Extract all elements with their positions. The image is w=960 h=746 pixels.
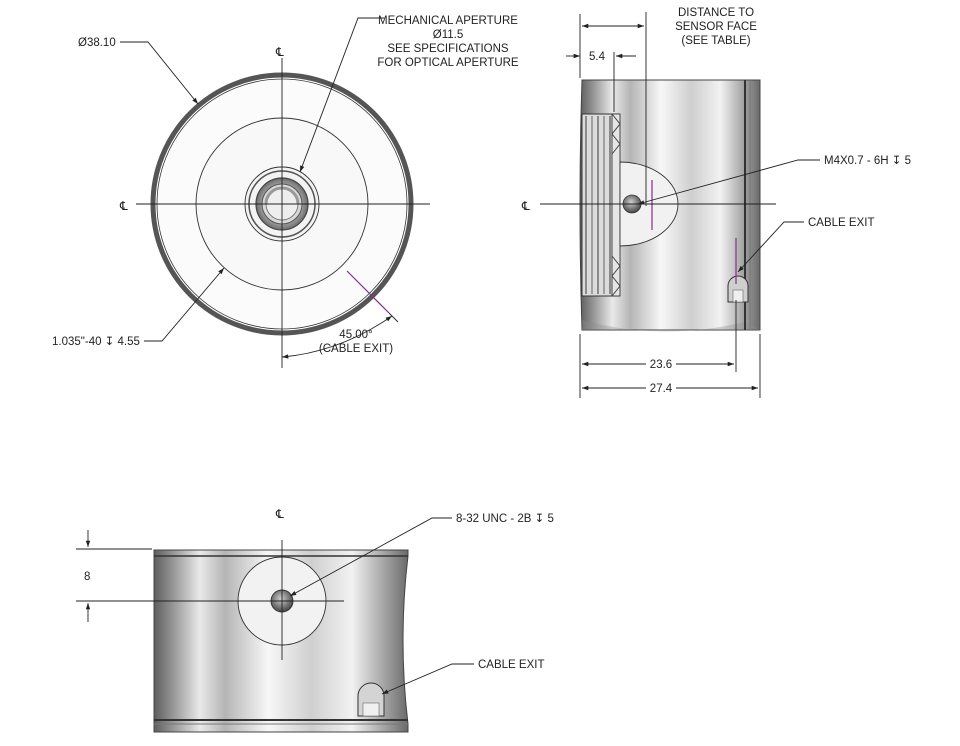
optical-aperture-label: FOR OPTICAL APERTURE bbox=[377, 57, 519, 69]
distance-label: DISTANCE TO bbox=[678, 7, 754, 19]
dim-23-6: 23.6 bbox=[650, 359, 672, 371]
mechanical-aperture-label: MECHANICAL APERTURE bbox=[378, 15, 518, 27]
thread-pattern bbox=[585, 116, 611, 294]
dim-5-4: 5.4 bbox=[589, 51, 606, 63]
m4-thread-label: M4X0.7 - 6H ↧ 5 bbox=[824, 155, 911, 167]
bottom-view: ℄ 8-32 UNC - 2B ↧ 5 8 CABLE EXIT bbox=[76, 507, 554, 733]
see-specifications-label: SEE SPECIFICATIONS bbox=[387, 43, 509, 55]
centerline-symbol: ℄ bbox=[275, 45, 284, 59]
front-thread-label: 1.035"-40 ↧ 4.55 bbox=[52, 336, 140, 348]
centerline-symbol: ℄ bbox=[119, 199, 128, 213]
centerline-symbol: ℄ bbox=[275, 507, 284, 521]
see-table-label: (SEE TABLE) bbox=[681, 35, 750, 47]
sensor-face-label: SENSOR FACE bbox=[675, 21, 757, 33]
front-view: ℄ ℄ Ø38.10 MECHANICAL APERTURE Ø11.5 SEE… bbox=[52, 15, 519, 368]
outer-diameter-label: Ø38.10 bbox=[78, 37, 116, 49]
dim-27-4: 27.4 bbox=[650, 383, 673, 395]
dim-8: 8 bbox=[84, 571, 90, 583]
cable-exit-side-label: CABLE EXIT bbox=[808, 217, 874, 229]
cable-exit-bottom-label: CABLE EXIT bbox=[478, 659, 544, 671]
angle-label: 45.00° bbox=[339, 329, 372, 341]
832-thread-label: 8-32 UNC - 2B ↧ 5 bbox=[456, 513, 554, 525]
angle-note: (CABLE EXIT) bbox=[319, 343, 393, 355]
centerline-symbol: ℄ bbox=[521, 199, 530, 213]
mechanical-aperture-diameter: Ø11.5 bbox=[433, 29, 463, 41]
side-view: ℄ DISTANCE TO SENSOR FACE (SEE TABLE) 5.… bbox=[521, 7, 911, 398]
